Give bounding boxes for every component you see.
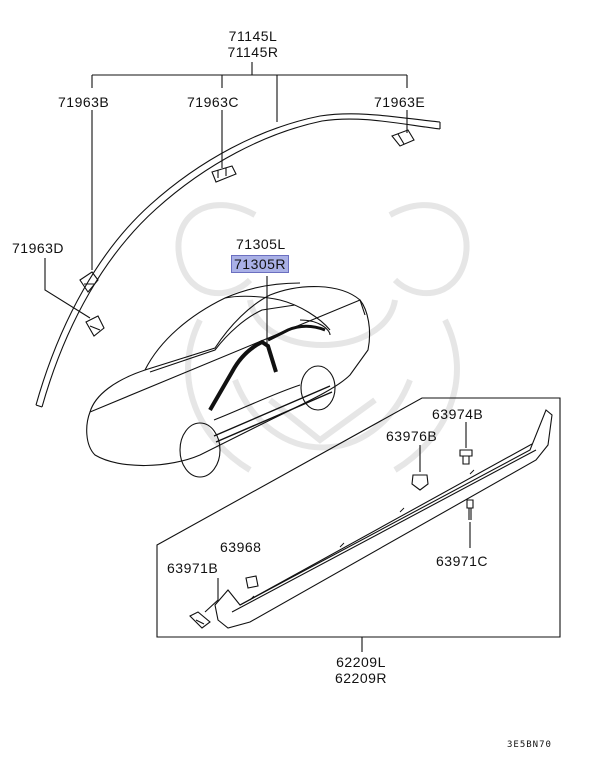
label-71963d: 71963D	[12, 240, 65, 256]
label-71963c: 71963C	[187, 94, 240, 110]
label-71145r: 71145R	[227, 44, 279, 60]
clip-71963c	[211, 165, 237, 183]
label-62209r: 62209R	[334, 670, 388, 686]
label-63968: 63968	[220, 539, 262, 555]
label-63971c: 63971C	[436, 553, 489, 569]
label-63974b: 63974B	[432, 406, 484, 422]
watermark-logo	[175, 202, 470, 473]
label-71305r-highlighted: 71305R	[230, 255, 290, 273]
clip-71963d	[85, 315, 105, 337]
clip-71963b	[79, 271, 99, 293]
clip-63968	[245, 575, 259, 589]
screw-63971c	[466, 499, 474, 548]
label-63971b: 63971B	[167, 560, 219, 576]
label-71145l: 71145L	[228, 28, 278, 44]
label-62209l: 62209L	[336, 654, 386, 670]
label-71963e: 71963E	[374, 94, 426, 110]
screw-63971b	[189, 578, 219, 629]
side-sill-garnish	[214, 409, 553, 629]
label-63976b: 63976B	[386, 428, 438, 444]
roof-moulding-inner	[41, 118, 441, 408]
label-71305l: 71305L	[236, 236, 286, 252]
label-71145: 71145L 71145R	[220, 28, 286, 60]
sill-box	[156, 397, 561, 638]
screw-63974b	[459, 422, 473, 465]
diagram-code: 3E5BN70	[507, 740, 552, 750]
roof-moulding	[35, 113, 441, 406]
leader-71963d	[44, 258, 91, 319]
grommet-63976b	[411, 445, 429, 491]
leader-71145	[91, 62, 408, 122]
label-62209: 62209L 62209R	[328, 654, 394, 686]
car-outline	[86, 282, 371, 478]
label-71963b: 71963B	[58, 94, 110, 110]
clip-71963e	[391, 129, 415, 147]
